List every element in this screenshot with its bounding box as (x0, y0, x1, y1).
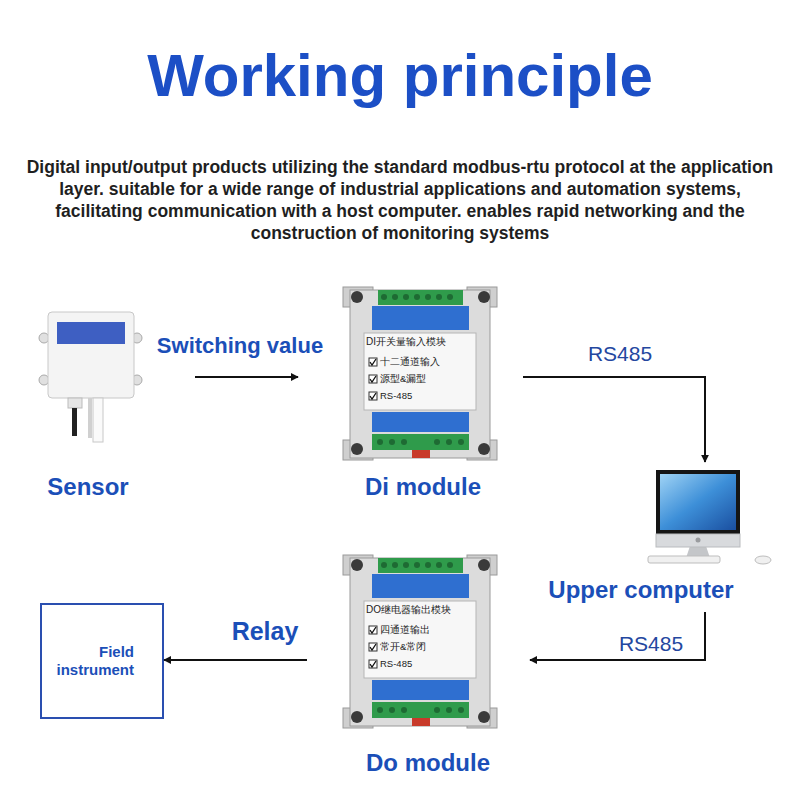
connector-arrow (530, 612, 705, 660)
connector-arrow (164, 659, 307, 661)
panel-feature: RS-485 (380, 390, 472, 401)
do-module-node: Do module DO继电器输出模块四通道输出常开&常闭 RS-485 (307, 552, 530, 777)
edge-label: Relay (232, 617, 299, 646)
diagram-title: Working principle (0, 40, 800, 112)
panel-feature: 十二通道输入 (380, 356, 472, 367)
connector-arrow (523, 377, 705, 462)
panel-feature: 源型&漏型 (380, 373, 472, 384)
field-instrument-box: Field instrument (40, 603, 164, 719)
node-label: Field instrument (44, 643, 134, 679)
panel-title: DI开关量输入模块 (366, 336, 474, 348)
connector-arrow (195, 376, 298, 378)
computer-illustration (648, 470, 771, 564)
node-label: Sensor (8, 473, 168, 502)
sensor-illustration (39, 312, 142, 442)
panel-feature: 常开&常闭 (380, 641, 472, 652)
edge-label: RS485 (588, 342, 652, 366)
do-module-illustration (343, 555, 497, 728)
sensor-node: Sensor (20, 300, 195, 510)
di-module-node: Di module DI开关量输入模块十二通道输入源型&漏型 RS-485 (298, 285, 523, 505)
node-label: Di module (323, 473, 523, 502)
di-module-illustration (343, 287, 497, 460)
intro-paragraph: Digital input/output products utilizing … (18, 156, 782, 244)
edge-label: Switching value (157, 333, 323, 359)
upper-computer-node: Upper computer (525, 462, 785, 612)
edge-label: RS485 (619, 632, 683, 656)
node-label: Do module (328, 749, 528, 778)
panel-feature: RS-485 (380, 658, 472, 669)
panel-feature: 四通道输出 (380, 624, 472, 635)
node-label: Upper computer (526, 576, 756, 605)
panel-title: DO继电器输出模块 (366, 604, 474, 616)
